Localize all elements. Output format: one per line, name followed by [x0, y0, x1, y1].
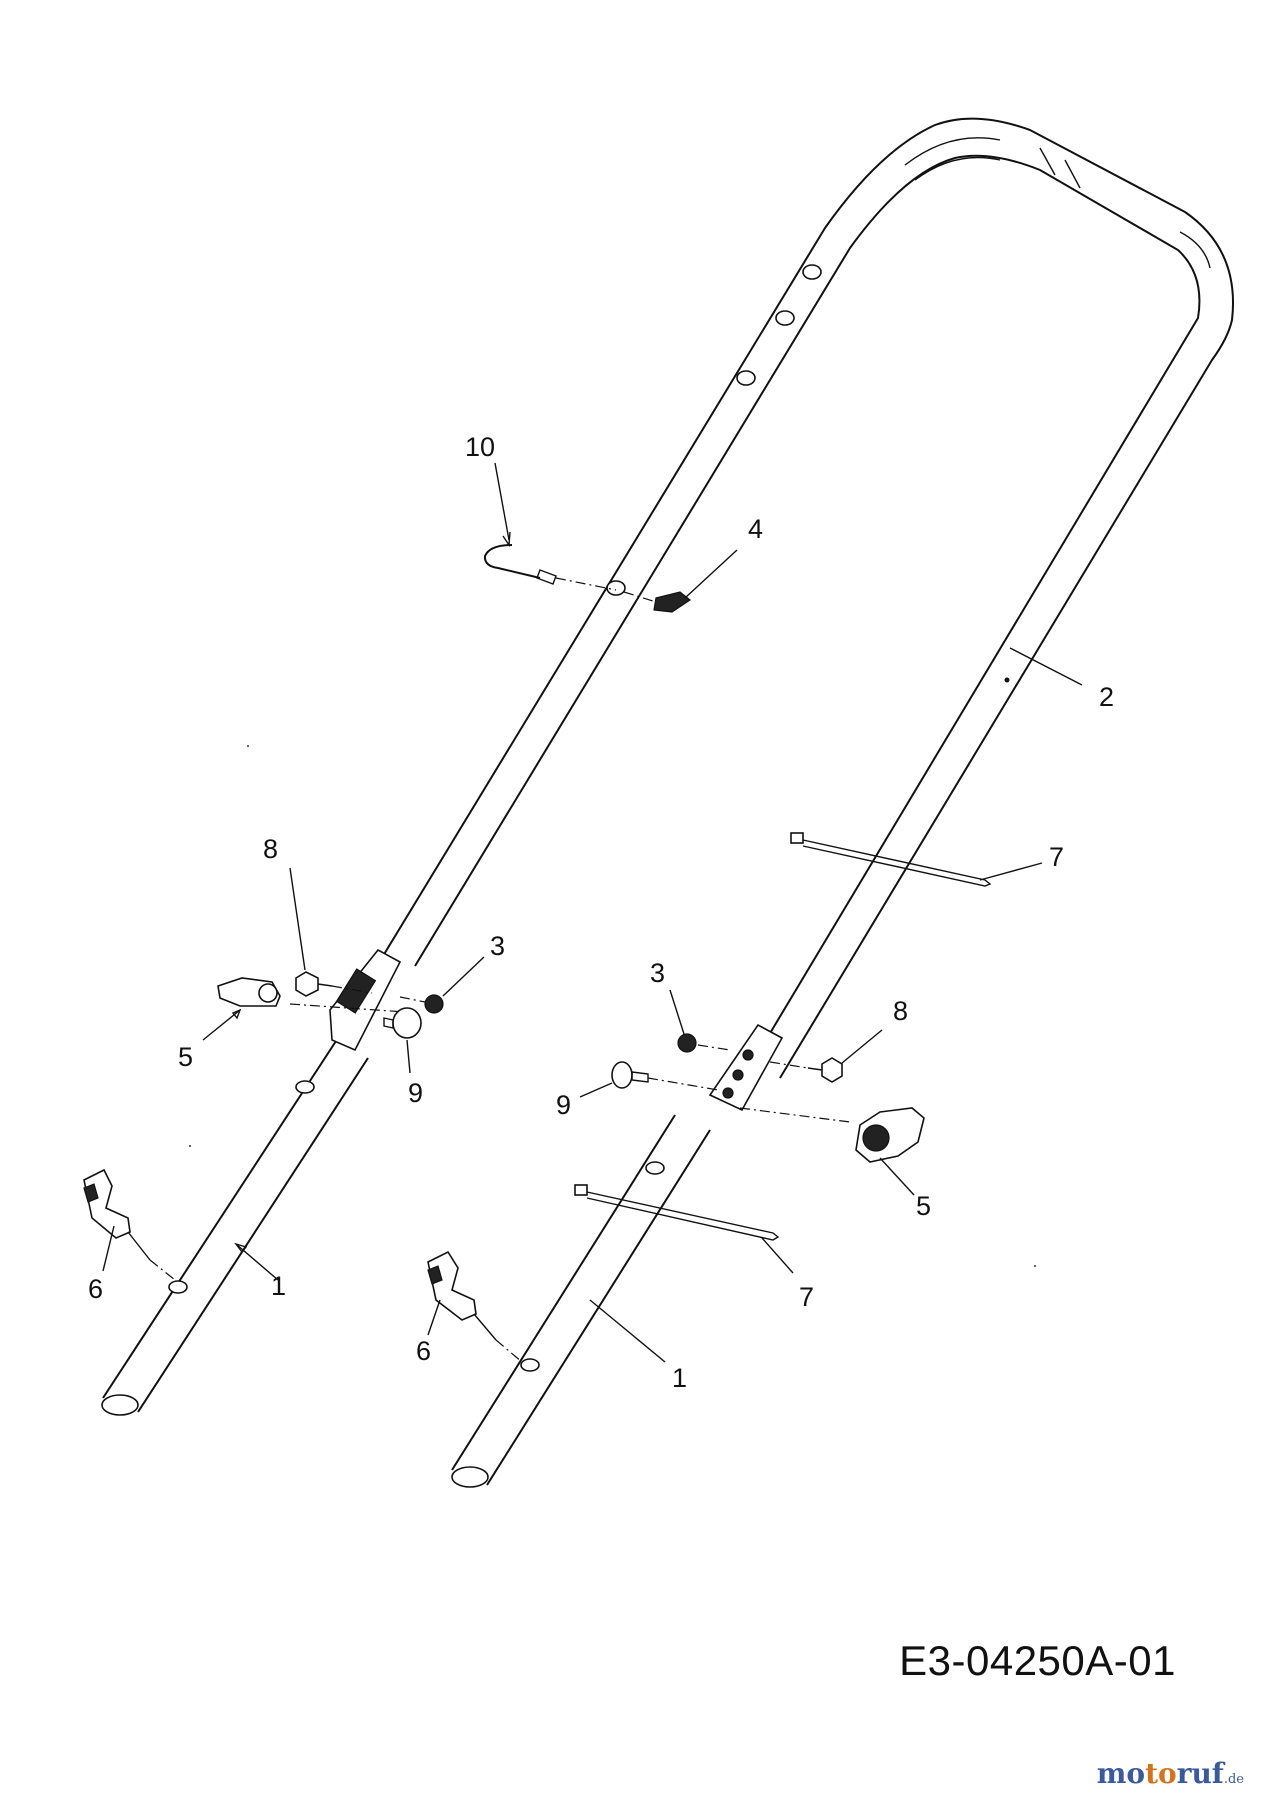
callout-labels: 10 4 2 8 3 7 3 8 5 9 9 5 6 1 7 6 1 — [88, 432, 1114, 1393]
cable-tie-lower — [574, 1184, 780, 1241]
callout-3-left: 3 — [490, 931, 505, 961]
callout-9-right: 9 — [556, 1090, 571, 1120]
callout-2: 2 — [1099, 682, 1114, 712]
callout-1-left: 1 — [271, 1271, 286, 1301]
cable-tie-upper — [790, 832, 992, 887]
cable-hook — [483, 544, 617, 591]
leader-lines — [102, 462, 1083, 1363]
callout-7-upper: 7 — [1049, 842, 1064, 872]
callout-10: 10 — [465, 432, 495, 462]
upper-handle — [382, 117, 1234, 1079]
callout-5-right: 5 — [916, 1191, 931, 1221]
callout-9-left: 9 — [408, 1078, 423, 1108]
callout-6-right: 6 — [416, 1336, 431, 1366]
drawing-code: E3-04250A-01 — [899, 1637, 1176, 1684]
callout-4: 4 — [748, 514, 763, 544]
hardware-left — [83, 971, 444, 1281]
lower-handle-right — [451, 1023, 784, 1488]
watermark-logo: motoruf.de — [1096, 1757, 1244, 1790]
lower-handle-left — [101, 948, 402, 1416]
callout-8-left: 8 — [263, 834, 278, 864]
callout-5-left: 5 — [178, 1042, 193, 1072]
callout-1-right: 1 — [672, 1363, 687, 1393]
callout-7-lower: 7 — [799, 1282, 814, 1312]
hardware-right — [427, 1033, 925, 1363]
callout-6-left: 6 — [88, 1274, 103, 1304]
callout-3-right: 3 — [650, 958, 665, 988]
cable-clip — [623, 591, 692, 613]
callout-8-right: 8 — [893, 996, 908, 1026]
